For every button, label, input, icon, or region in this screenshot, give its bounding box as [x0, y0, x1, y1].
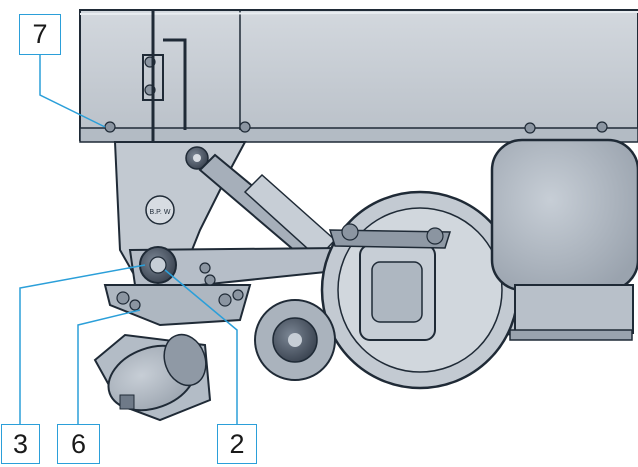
axle [328, 223, 452, 341]
adjuster-bolts [116, 262, 244, 311]
callout-6: 6 [57, 424, 100, 464]
pivot-bush [139, 246, 177, 284]
callout-7: 7 [19, 14, 61, 55]
callout-6-label: 6 [70, 428, 87, 459]
leader-lines [19, 55, 238, 424]
plate-marking: B.P. W [150, 209, 171, 216]
callout-3-label: 3 [12, 428, 29, 459]
callout-2-label: 2 [229, 428, 245, 459]
brake-chamber [93, 333, 212, 422]
callout-2: 2 [217, 424, 257, 464]
callout-3: 3 [1, 424, 40, 464]
callout-7-label: 7 [32, 19, 48, 49]
chassis-frame [79, 9, 638, 143]
air-spring [490, 138, 638, 341]
